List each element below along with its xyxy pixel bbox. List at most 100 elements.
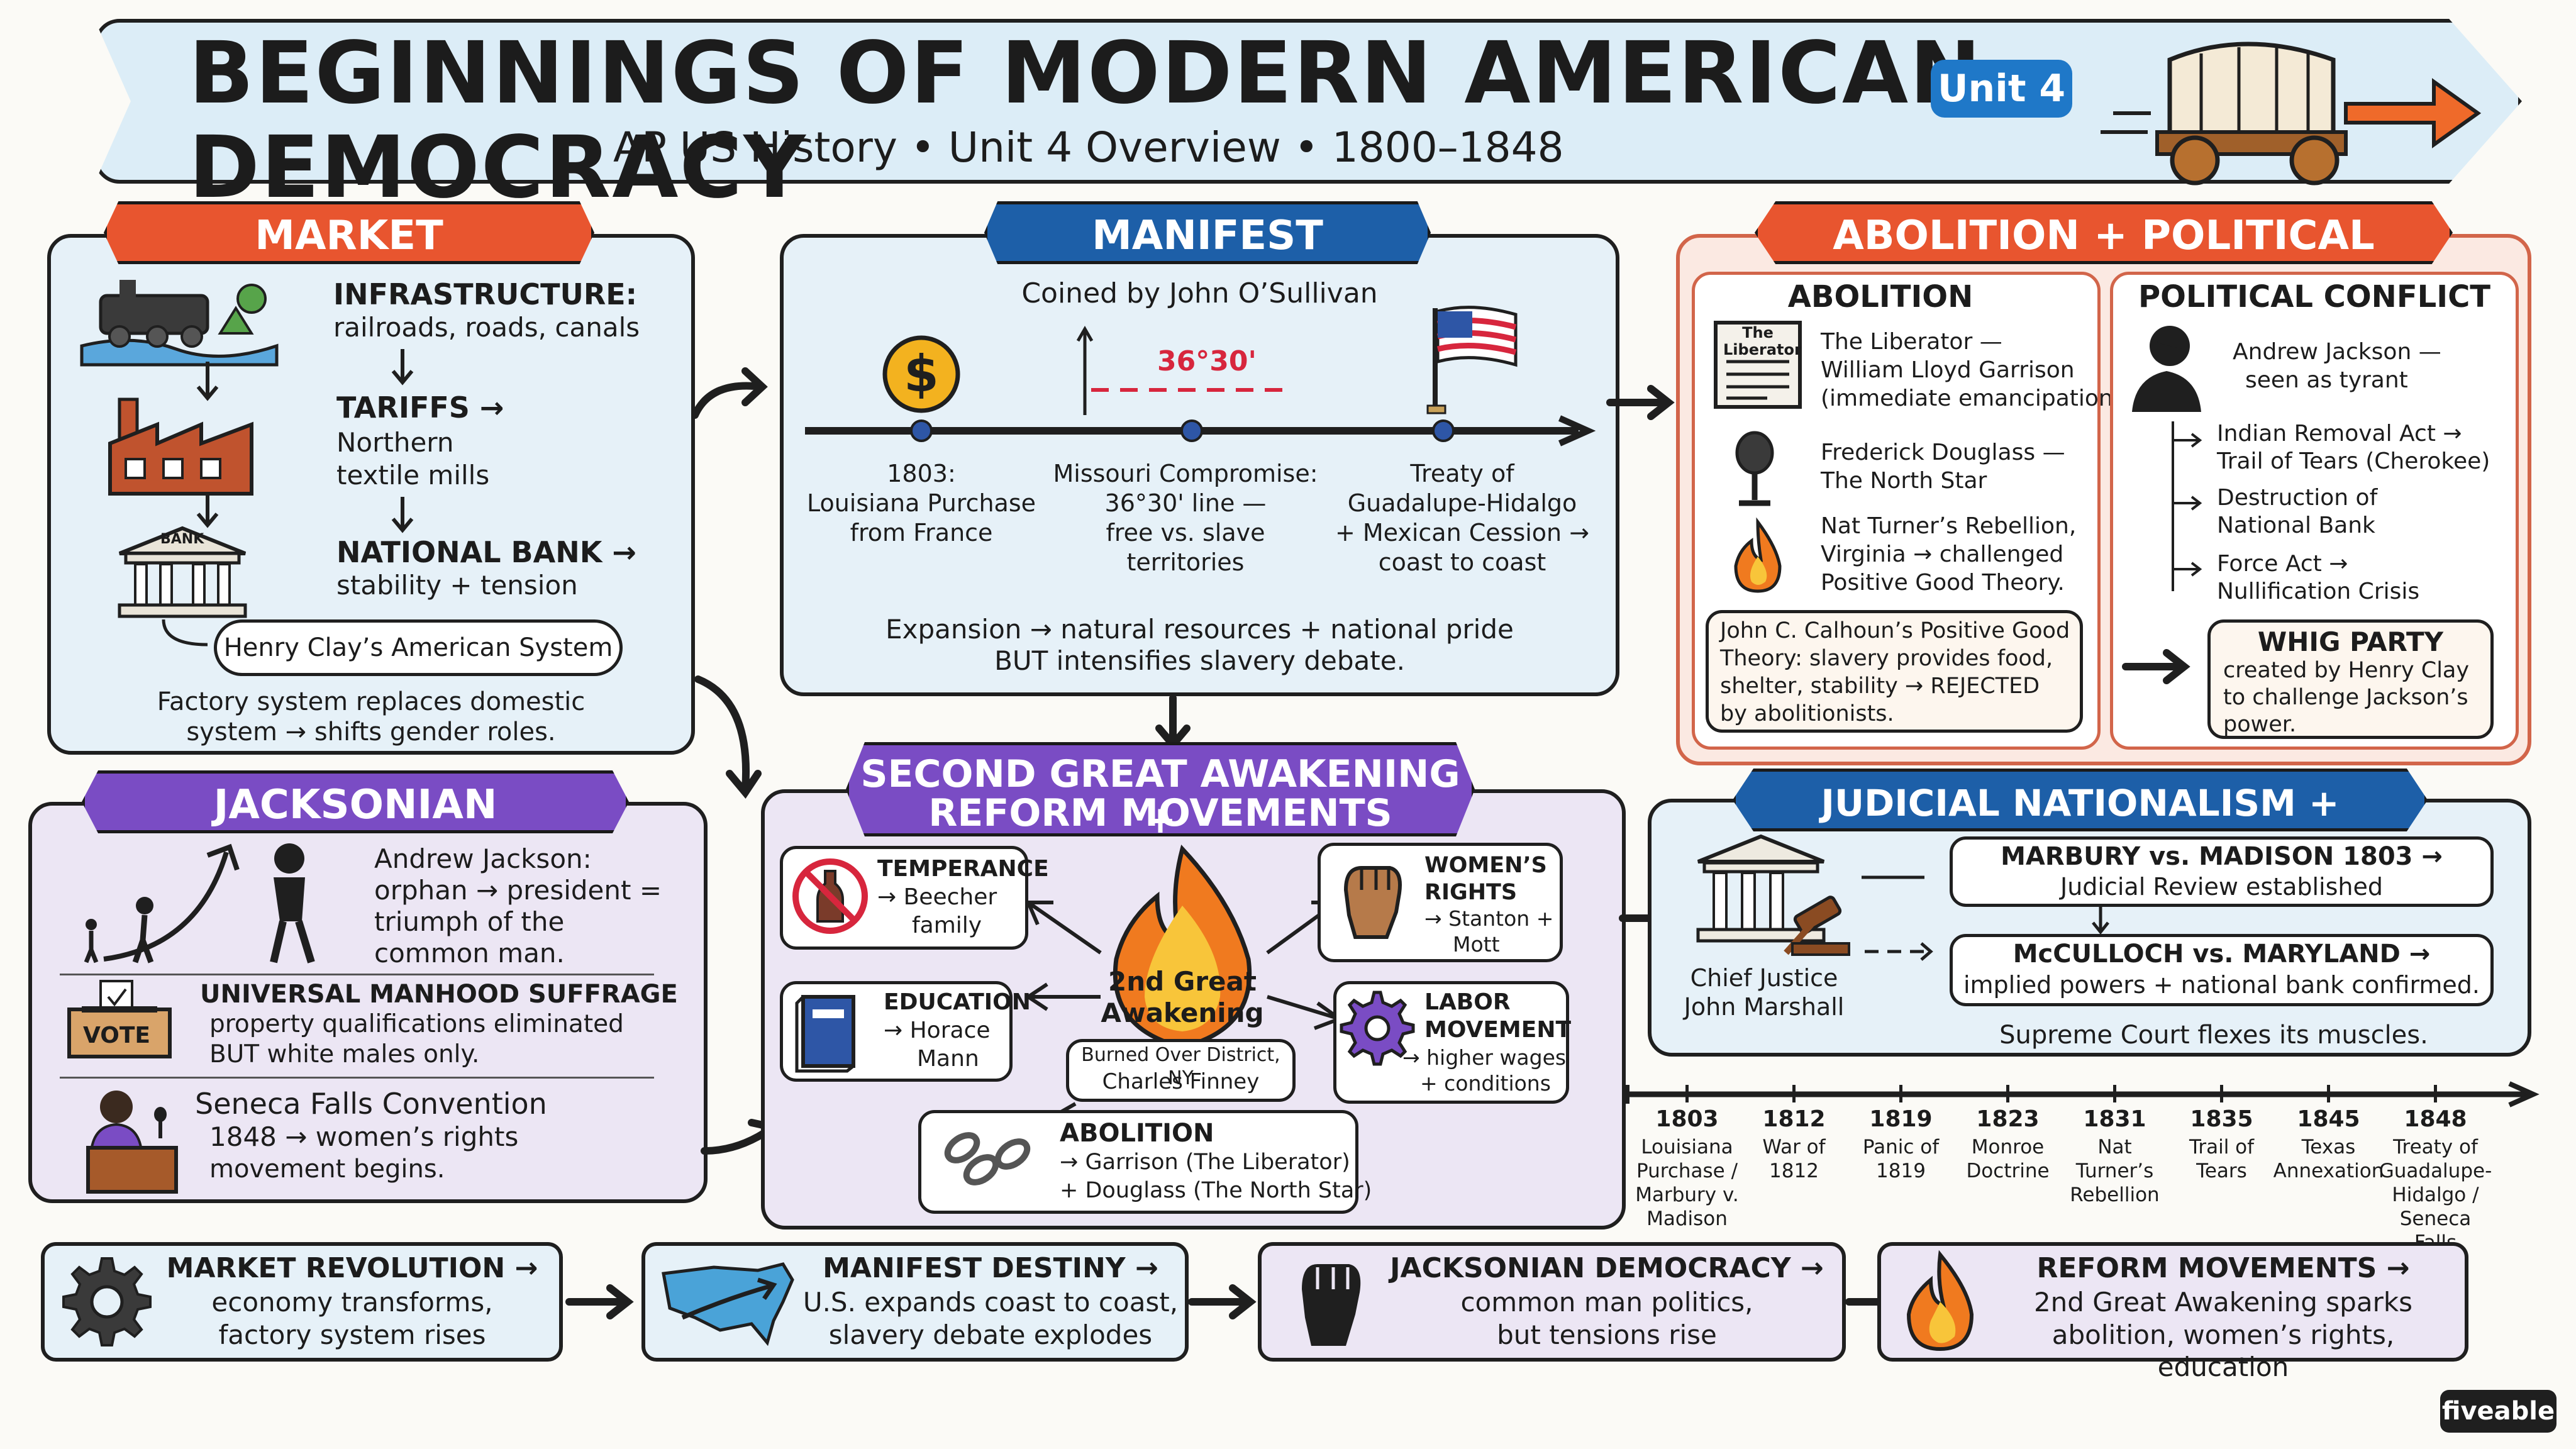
microphone-icon [1735,431,1774,506]
summary-reform-card [1877,1242,2468,1362]
whig-title: WHIG PARTY [2257,626,2444,657]
newspaper-label-1: The [1742,324,1774,341]
event-missouri-2: 36°30' line — [1104,489,1267,517]
liberator-text-1: The Liberator — [1821,329,2002,355]
timeline-tick [1792,1085,1796,1102]
womens-rights-text-2: Mott [1453,932,1500,957]
seneca-text-2: movement begins. [209,1155,445,1184]
jackson-text-3: triumph of the [374,906,565,937]
timeline-year: 1831 [2083,1106,2146,1132]
summary-market-text-1: economy transforms, [211,1287,493,1318]
factory-icon [108,397,253,496]
timeline-tick [2113,1085,2116,1102]
burned-over-card [1066,1039,1296,1102]
timeline-year: 1835 [2190,1106,2253,1132]
curved-arrow-icon [162,619,208,647]
timeline-event-label: Doctrine [1966,1160,2050,1182]
brand-logo: fiveable [2440,1390,2557,1433]
calhoun-text-1: John C. Calhoun’s Positive Good [1720,618,2070,643]
timeline-axis [1623,1081,2540,1108]
coined-text: Coined by John O’Sullivan [1021,277,1378,309]
timeline-event-label: Panic of [1862,1136,1940,1158]
missouri-line [1091,388,1292,392]
ballot-box-icon [67,980,172,1058]
whig-party-card [2207,619,2494,739]
jacksonian-header: JACKSONIAN DEMOCRACY [82,770,629,833]
timeline-event-label: Purchase / [1636,1160,1738,1182]
marshall-text-2: John Marshall [1684,993,1845,1021]
bank-icon [118,526,247,618]
book-icon [795,995,855,1073]
calhoun-text-2: Theory: slavery provides food, [1720,646,2053,671]
raised-fist-icon [1343,866,1402,939]
liberator-text-3: (immediate emancipation) [1821,386,2122,411]
abolition-reform-text-1: → Garrison (The Liberator) [1060,1150,1350,1175]
arrow-down-icon [196,362,219,401]
political-item-1-l2: Trail of Tears (Cherokee) [2217,448,2490,474]
gear-icon [62,1257,152,1346]
turner-text-1: Nat Turner’s Rebellion, [1821,513,2077,539]
bank-sign: BANK [160,531,204,547]
event-guadalupe-3: + Mexican Cession → [1335,519,1590,547]
jackson-tyrant-1: Andrew Jackson — [2233,339,2441,365]
calhoun-text-3: shelter, stability → REJECTED [1720,674,2040,699]
title-banner [94,19,2522,184]
abolition-reform-text-2: + Douglass (The North Star) [1060,1178,1372,1203]
marbury-text-1: MARBURY vs. MADISON 1803 → [2001,842,2443,871]
henry-clay-pill: Henry Clay’s American System [214,619,623,676]
event-guadalupe-2: Guadalupe-Hidalgo [1347,489,1577,517]
event-louisiana-1: 1803: [887,460,956,487]
no-alcohol-icon [792,858,868,934]
timeline-event-label: Guadalupe- [2379,1160,2492,1182]
womens-rights-title-2: RIGHTS [1424,880,1518,905]
covered-wagon-icon [2101,42,2482,186]
timeline-year: 1812 [1762,1106,1826,1132]
labor-text-2: + conditions [1420,1071,1551,1096]
seneca-text-1: 1848 → women’s rights [209,1121,519,1152]
summary-manifest-title: MANIFEST DESTINY → [823,1252,1158,1284]
infrastructure-title: INFRASTRUCTURE: [333,277,638,311]
timeline-event-label: Hidalgo / [2392,1184,2479,1206]
burned-over-1: Burned Over District, NY [1081,1044,1280,1089]
newspaper-label-2: Liberator [1723,341,1802,358]
political-item-2-l1: Destruction of [2217,485,2378,511]
train-canal-icon [80,280,279,367]
speaker-podium-icon [86,1091,178,1194]
bank-title: NATIONAL BANK → [336,535,636,569]
temperance-text-2: family [912,913,982,938]
event-missouri-1: Missouri Compromise: [1053,460,1318,487]
branch-lines [2172,421,2202,591]
summary-market-text-2: factory system rises [218,1319,486,1350]
jackson-text-2: orphan → president = [374,875,662,906]
timeline-year: 1819 [1869,1106,1933,1132]
awakening-center-2: Awakening [1101,997,1264,1028]
timeline-tick [1685,1085,1689,1102]
jackson-tyrant-2: seen as tyrant [2245,367,2408,393]
timeline-event-label: Nat [2097,1136,2132,1158]
summary-market-title: MARKET REVOLUTION → [166,1252,538,1284]
tariffs-title: TARIFFS → [336,391,504,425]
timeline-year: 1848 [2404,1106,2467,1132]
vote-label: VOTE [83,1023,150,1048]
jackson-text-1: Andrew Jackson: [374,843,592,874]
timeline-tick [1899,1085,1902,1102]
summary-reform-text-1: 2nd Great Awakening sparks [2033,1287,2413,1318]
event-guadalupe-4: coast to coast [1378,548,1546,576]
timeline-event-label: Treaty of [2393,1136,2478,1158]
labor-title-2: MOVEMENT [1424,1017,1572,1043]
political-title: POLITICAL CONFLICT [2138,279,2491,314]
judicial-footer: Supreme Court flexes its muscles. [1999,1021,2428,1050]
arrow-down-icon [391,349,414,386]
md-footer-1: Expansion → natural resources + national… [886,614,1514,645]
arrow-right-icon [565,1284,634,1319]
infrastructure-text: railroads, roads, canals [333,312,640,343]
summary-manifest-text-1: U.S. expands coast to coast, [802,1287,1179,1318]
timeline-year: 1845 [2297,1106,2360,1132]
arrow-curve-icon [694,675,762,799]
market-footer-1: Factory system replaces domestic [157,687,586,716]
event-louisiana-3: from France [850,519,993,547]
timeline-event-label: Madison [1646,1208,1728,1230]
calhoun-text-4: by abolitionists. [1720,701,1894,726]
awakening-header-2: REFORM MOVEMENTS [928,791,1392,835]
divider [60,974,654,975]
